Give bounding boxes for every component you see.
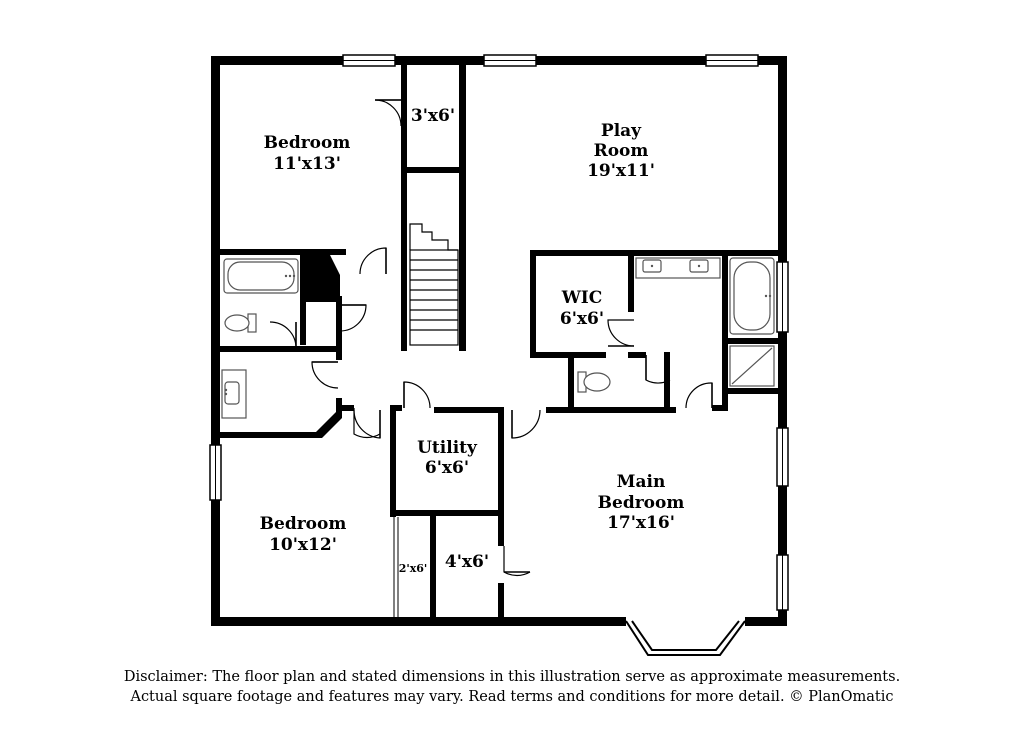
play-room-name-line2: Room — [594, 141, 649, 161]
window-lines — [215, 60, 783, 610]
door-leaves — [295, 99, 713, 573]
closet-2x6-dims: 2'x6' — [399, 562, 428, 575]
bedroom-nw-dims: 11'x13' — [273, 154, 341, 174]
staircase — [409, 223, 459, 346]
disclaimer-line-2: Actual square footage and features may v… — [130, 689, 894, 705]
bay-window — [625, 620, 746, 656]
closet-3x6-dims: 3'x6' — [411, 106, 455, 126]
fixtures — [221, 257, 775, 419]
bifold-doors — [393, 517, 399, 617]
utility-name: Utility — [417, 438, 478, 458]
bedroom-sw-name: Bedroom — [260, 514, 347, 534]
main-bedroom-name-line1: Main — [617, 472, 666, 492]
utility-dims: 6'x6' — [425, 458, 469, 478]
bedroom-sw-dims: 10'x12' — [269, 535, 337, 555]
play-room-dims: 19'x11' — [587, 161, 655, 181]
main-bedroom-name-line2: Bedroom — [598, 493, 685, 513]
disclaimer: Disclaimer: The floor plan and stated di… — [0, 667, 1024, 707]
main-bedroom-dims: 17'x16' — [607, 513, 675, 533]
wic-dims: 6'x6' — [560, 309, 604, 329]
interior-walls — [220, 65, 778, 617]
closet-4x6-dims: 4'x6' — [445, 552, 489, 572]
play-room-name-line1: Play — [601, 121, 642, 141]
floor-plan: Bedroom 11'x13' 3'x6' Play Room 19'x11' … — [209, 54, 789, 656]
disclaimer-line-1: Disclaimer: The floor plan and stated di… — [123, 669, 901, 685]
wic-name: WIC — [561, 288, 603, 308]
room-labels: Bedroom 11'x13' 3'x6' Play Room 19'x11' … — [260, 106, 685, 575]
bedroom-nw-name: Bedroom — [264, 133, 351, 153]
fixture-dots — [224, 264, 772, 396]
